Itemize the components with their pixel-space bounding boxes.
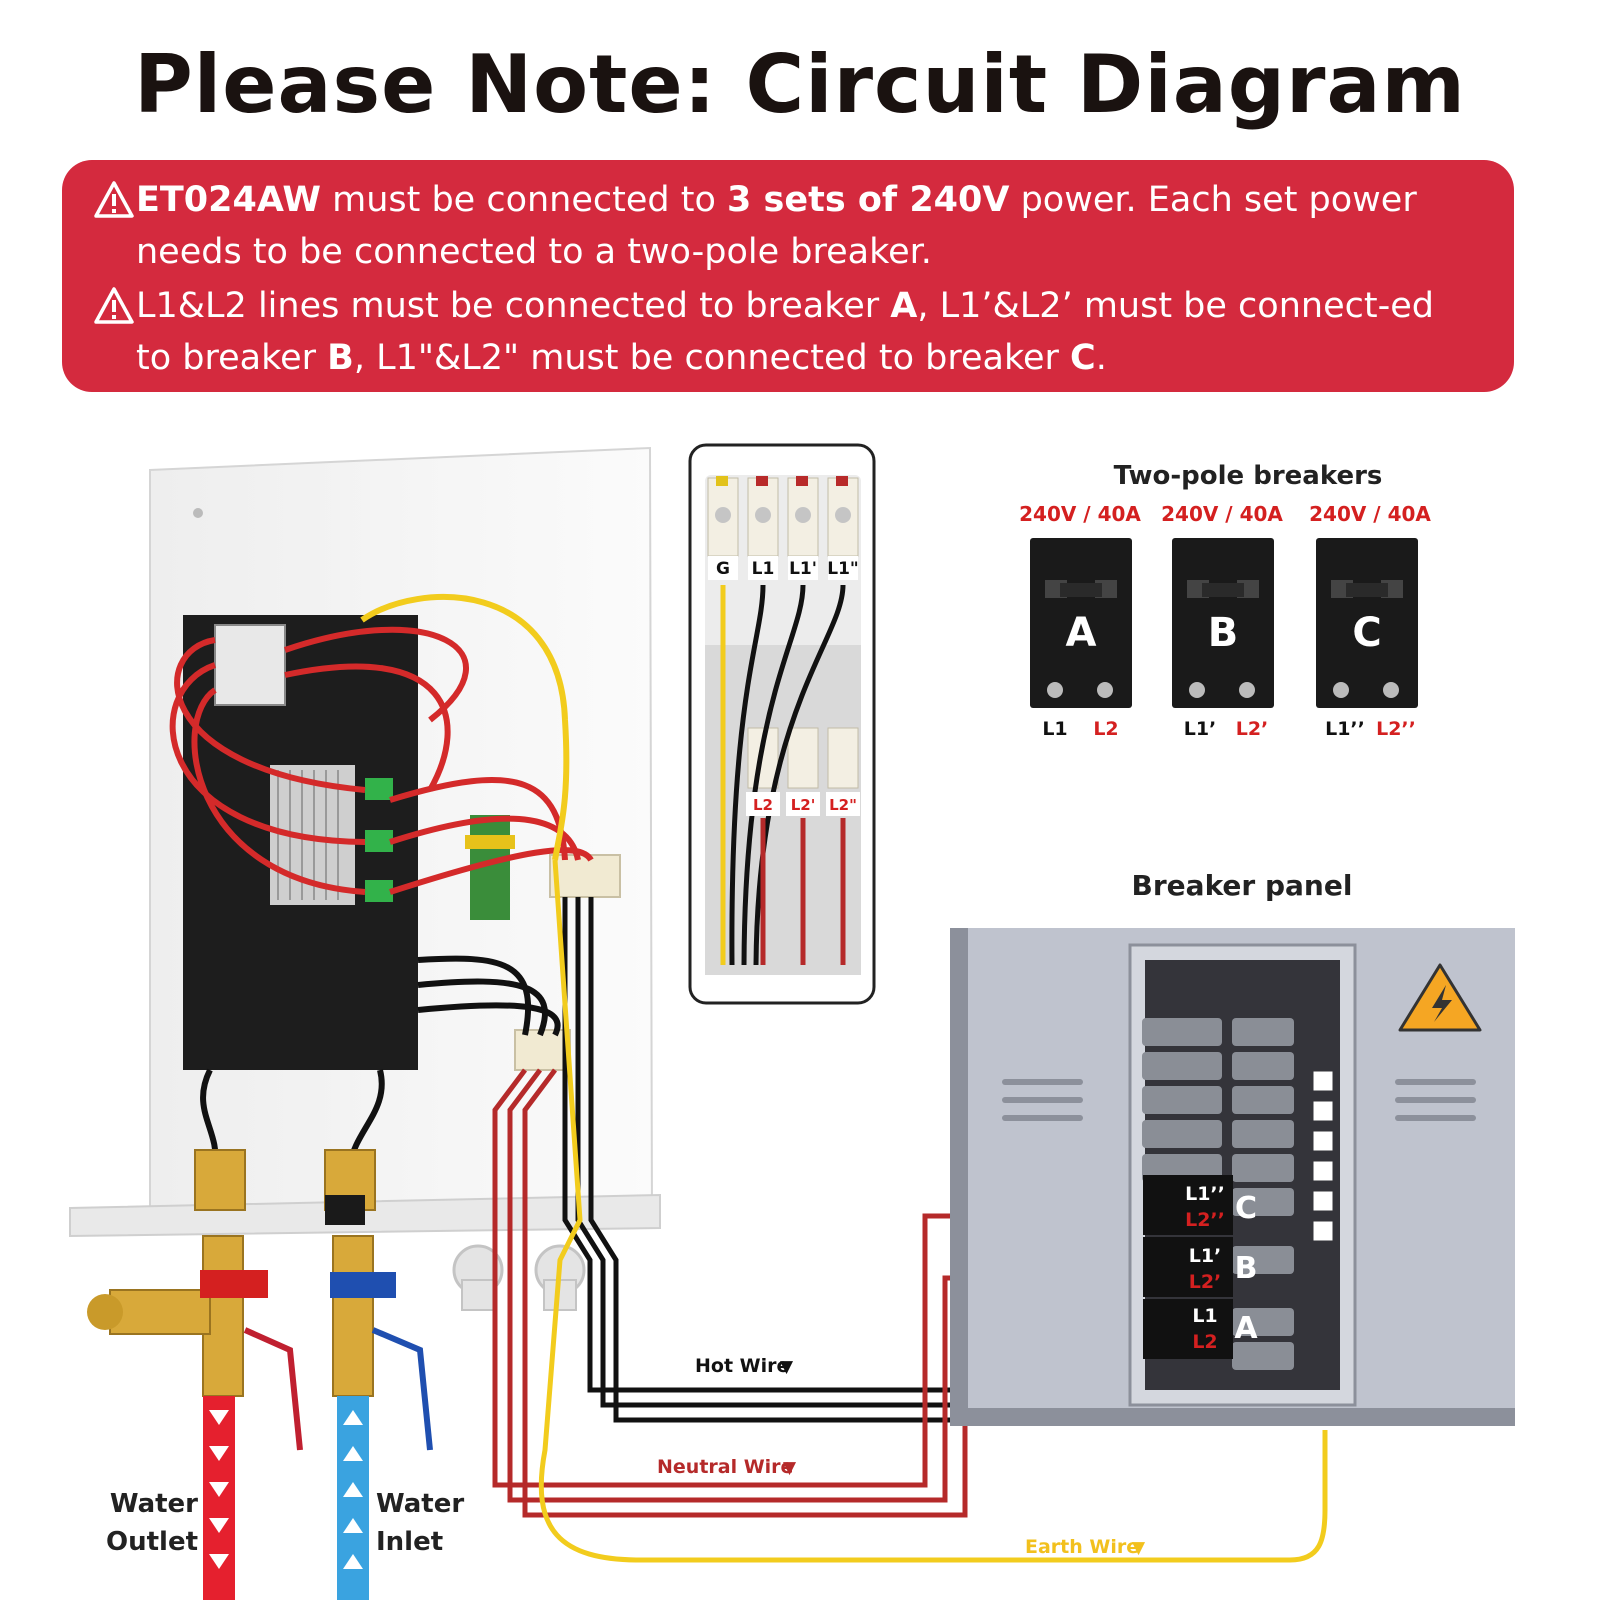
- warning-note-1: ET024AW must be connected to 3 sets of 2…: [92, 174, 1474, 278]
- hot-wire-marker-icon: ▼: [780, 1357, 794, 1377]
- breaker-b-rating: 240V / 40A: [1161, 502, 1283, 526]
- terminal-label-l1-double-prime: L1": [827, 559, 859, 579]
- water-outlet-label-line2: Outlet: [106, 1527, 198, 1557]
- water-outlet-label-line1: Water: [110, 1489, 198, 1519]
- breaker-c-l2-label: L2’’: [1376, 718, 1416, 740]
- earth-wire-label: Earth Wire: [1025, 1536, 1139, 1558]
- water-valves: [87, 1235, 433, 1600]
- terminal-label-l2-prime: L2': [791, 796, 816, 814]
- terminal-label-l1-prime: L1': [789, 559, 817, 579]
- panel-slot-a-letter: A: [1234, 1311, 1258, 1346]
- panel-slot-b-letter: B: [1235, 1251, 1258, 1286]
- panel-slot-c-l1-label: L1’’: [1185, 1183, 1225, 1205]
- warning-icon: [94, 181, 134, 218]
- breaker-c-rating: 240V / 40A: [1309, 502, 1431, 526]
- panel-slot-a-l1-label: L1: [1192, 1305, 1217, 1327]
- cold-pipe: [337, 1396, 369, 1600]
- breaker-b-l2-label: L2’: [1236, 718, 1269, 740]
- panel-slot-a-l2-label: L2: [1192, 1331, 1217, 1353]
- breaker-a-letter: A: [1066, 610, 1097, 656]
- breaker-a-l2-label: L2: [1093, 718, 1118, 740]
- panel-slot-c-letter: C: [1235, 1191, 1257, 1226]
- water-inlet-label-line2: Inlet: [376, 1527, 443, 1557]
- panel-slot-b-l1-label: L1’: [1189, 1245, 1222, 1267]
- breaker-c: 240V / 40A C L1’’ L2’’: [1309, 502, 1431, 740]
- wire-connector: [549, 854, 621, 898]
- warning-icon: [94, 287, 134, 324]
- breaker-b: 240V / 40A B L1’ L2’: [1161, 502, 1283, 740]
- breaker-panel: L1’’ L2’’ C L1’ L2’ B L1 L2 A: [950, 928, 1515, 1426]
- breaker-b-l1-label: L1’: [1184, 718, 1217, 740]
- warning-banner: ET024AW must be connected to 3 sets of 2…: [62, 160, 1514, 392]
- water-inlet-label-line1: Water: [376, 1489, 464, 1519]
- relay: [214, 624, 286, 706]
- breaker-a: 240V / 40A A L1 L2: [1019, 502, 1141, 740]
- hot-pipe: [203, 1396, 235, 1600]
- terminal-block-inset: G L1 L1' L1" L2 L2' L2": [688, 443, 876, 1005]
- breaker-b-letter: B: [1208, 610, 1239, 656]
- earth-wire-marker-icon: ▼: [1132, 1538, 1146, 1558]
- terminal-label-l2-double-prime: L2": [829, 796, 857, 814]
- breaker-a-l1-label: L1: [1042, 718, 1067, 740]
- page-title: Please Note: Circuit Diagram: [134, 38, 1466, 131]
- breaker-c-letter: C: [1352, 610, 1381, 656]
- warning-note-1-text: ET024AW must be connected to 3 sets of 2…: [136, 180, 1417, 272]
- hot-wire-label: Hot Wire: [695, 1355, 789, 1377]
- wire-connector: [514, 1029, 571, 1071]
- water-heater-unit: [69, 446, 661, 1311]
- panel-slot-b-l2-label: L2’: [1189, 1271, 1222, 1293]
- neutral-wire-label: Neutral Wire: [657, 1456, 793, 1478]
- breaker-c-l1-label: L1’’: [1325, 718, 1365, 740]
- hot-valve-handle[interactable]: [200, 1270, 268, 1298]
- cold-valve-handle[interactable]: [330, 1272, 396, 1298]
- terminal-label-g: G: [716, 559, 730, 579]
- terminal-label-l2: L2: [753, 796, 773, 814]
- warning-note-2: L1&L2 lines must be connected to breaker…: [92, 280, 1474, 384]
- breaker-panel-heading: Breaker panel: [1132, 869, 1353, 902]
- breaker-a-rating: 240V / 40A: [1019, 502, 1141, 526]
- two-pole-breakers-heading: Two-pole breakers: [1114, 461, 1383, 491]
- warning-note-2-text: L1&L2 lines must be connected to breaker…: [136, 286, 1434, 378]
- neutral-wire-marker-icon: ▼: [783, 1458, 797, 1478]
- panel-slot-c-l2-label: L2’’: [1185, 1209, 1225, 1231]
- earth-wire: [538, 859, 1328, 1563]
- terminal-label-l1: L1: [752, 559, 775, 579]
